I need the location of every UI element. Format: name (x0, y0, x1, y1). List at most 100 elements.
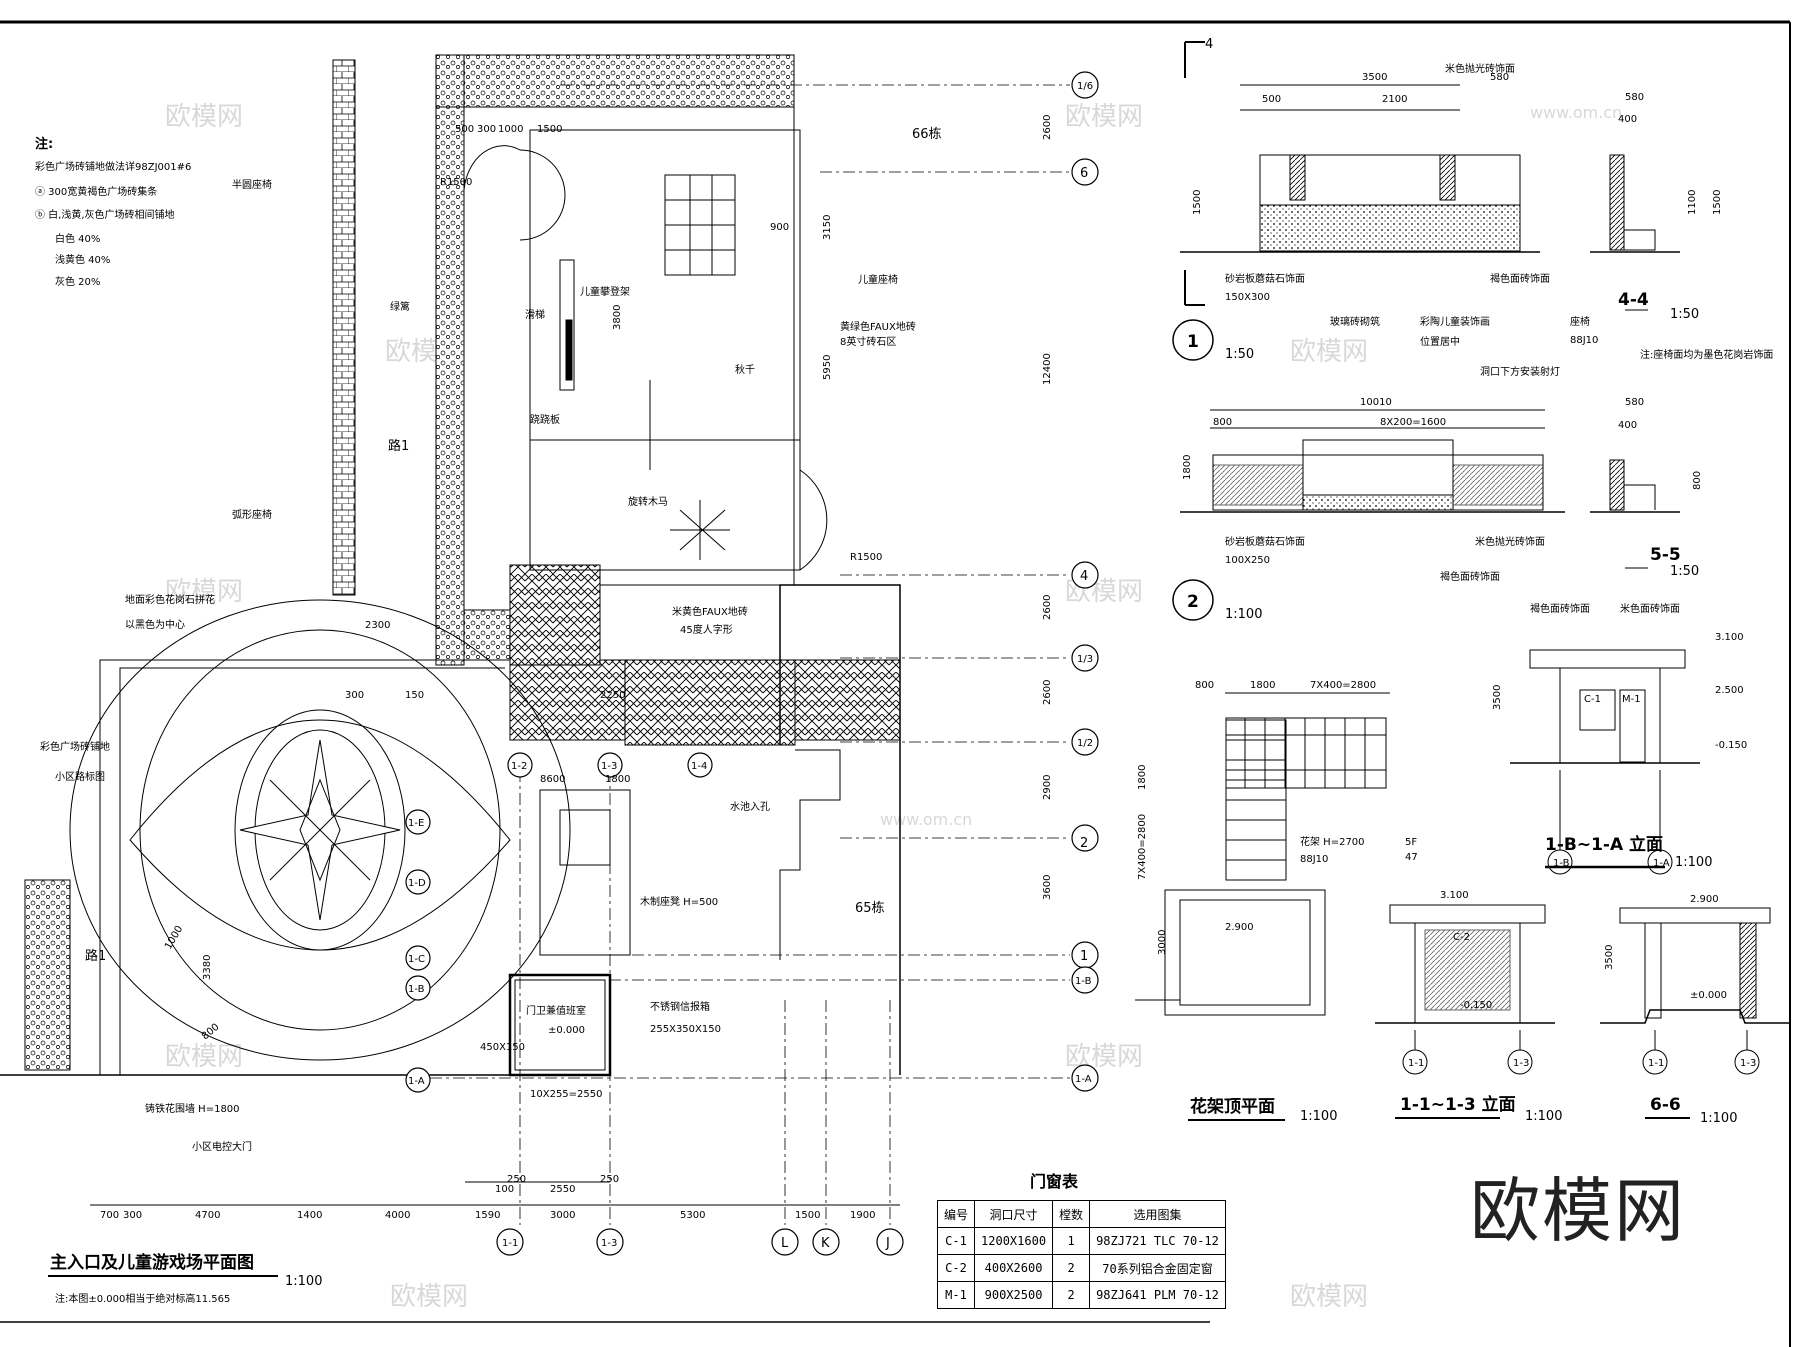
main-title: 主入口及儿童游戏场平面图 (50, 1252, 254, 1273)
dim-3800: 3800 (612, 305, 623, 330)
pg-label-ref: 88J10 (1300, 854, 1328, 865)
d2-label-c: 米色抛光砖饰面 (1475, 535, 1545, 548)
dim-5800: 2250 (600, 690, 625, 701)
d1-scale-no: 1 (1187, 332, 1199, 352)
label-bench-kids: 儿童座椅 (858, 273, 898, 286)
d1-label-e: 座椅 (1570, 315, 1590, 328)
dim-8600: 3380 (202, 955, 213, 980)
table-cell: 1200X1600 (974, 1227, 1054, 1255)
d1-label-b: 褐色面砖饰面 (1490, 272, 1550, 285)
d2-label-b: 砂岩板蘑菇石饰面 (1225, 535, 1305, 548)
table-row: C-2 400X2600 2 70系列铝合金固定窗 (936, 1254, 1226, 1282)
watermark-9: 欧模网 (390, 1282, 468, 1312)
dim-2800: 1800 (605, 774, 630, 785)
detail-44-55-labels: 580 400 1100 1500 4-4 1:50 注:座椅面均为墨色花岗岩饰… (1618, 92, 1773, 579)
table-cell: 70系列铝合金固定窗 (1089, 1254, 1226, 1282)
detail-1-labels: 米色抛光砖饰面 砂岩板蘑菇石饰面 150X300 褐色面砖饰面 玻璃砖砌筑 彩陶… (1172, 62, 1598, 362)
s6-scale: 1:100 (1700, 1111, 1737, 1126)
note-6: 灰色 20% (55, 275, 100, 288)
detail-2-labels: 10010 8X200=1600 800 洞口下方安装射灯 砂岩板蘑菇石饰面 1… (1182, 365, 1560, 622)
notes-title: 注: (35, 136, 53, 152)
section-6-6-labels: 2.900 ±0.000 3500 1-1 1-3 6-6 1:100 (1604, 894, 1756, 1126)
d1-label-d: 彩陶儿童装饰画 (1420, 315, 1490, 328)
table-cell: 98ZJ721 TLC 70-12 (1089, 1227, 1226, 1255)
table-cell: 400X2600 (974, 1254, 1054, 1282)
dim-r8400: 1000 (163, 924, 185, 952)
label-paving-2: 以黑色为中心 (125, 618, 185, 631)
axis-1-3: 1/3 (1077, 654, 1093, 665)
label-carousel: 旋转木马 (628, 495, 668, 508)
s6-axis-11: 1-1 (1648, 1058, 1664, 1069)
label-road-1b: 路1 (85, 948, 106, 964)
e1-level-3100: 3.100 (1715, 632, 1744, 643)
d1-dim-v1500: 1500 (1192, 190, 1203, 215)
table-cell: 2 (1052, 1254, 1091, 1282)
label-sign: 小区路标图 (55, 770, 105, 783)
d2-dim-10010: 10010 (1360, 397, 1392, 408)
dim-bottom-7: 3000 (550, 1210, 575, 1221)
label-mailbox: 不锈钢信报箱 (650, 1000, 710, 1013)
table-cell: 1 (1052, 1227, 1091, 1255)
pg-title: 花架顶平面 (1190, 1096, 1275, 1117)
table-header: 樘数 (1052, 1200, 1091, 1228)
d55-dim-400: 400 (1618, 420, 1637, 431)
d55-dim-580: 580 (1625, 397, 1644, 408)
dim-bottom-3: 4700 (195, 1210, 220, 1221)
plan-dimensions: 700 300 4700 1400 4000 1590 3000 5300 15… (100, 115, 1053, 1221)
d2-dim-8x200: 8X200=1600 (1380, 417, 1446, 428)
section-6-6 (1600, 907, 1790, 1075)
pergola-labels: 800 1800 7X400=2800 1800 7X400=2800 3000… (1137, 680, 1418, 1124)
e1-level-neg: -0.150 (1715, 740, 1747, 751)
dim-bottom2-4: 250 (600, 1174, 619, 1185)
d1-dim-500: 500 (1262, 94, 1281, 105)
label-r1500-a: R1500 (440, 177, 472, 188)
label-faux-2b: 45度人字形 (680, 623, 733, 636)
s6-axis-13: 1-3 (1740, 1058, 1756, 1069)
table-cell: 2 (1052, 1281, 1091, 1309)
axis-1-2: 1/2 (1077, 738, 1093, 749)
e2-axis-13: 1-3 (1513, 1058, 1529, 1069)
note-5: 浅黄色 40% (55, 253, 110, 266)
dim-bottom-4: 1400 (297, 1210, 322, 1221)
e1-window-c1: C-1 (1584, 694, 1601, 705)
table-cell: 98ZJ641 PLM 70-12 (1089, 1281, 1226, 1309)
watermark-7: 欧模网 (165, 1042, 243, 1072)
axis-1-6: 1/6 (1077, 81, 1093, 92)
e1-axis-1b: 1-B (1553, 858, 1570, 869)
s6-level-2900: 2.900 (1690, 894, 1719, 905)
dim-bottom2-1: 100 (495, 1184, 514, 1195)
label-slide: 滑梯 (525, 308, 545, 321)
s6-dim-3500: 3500 (1604, 945, 1615, 970)
dim-bottom-10: 1900 (850, 1210, 875, 1221)
d1-label-c: 玻璃砖砌筑 (1330, 315, 1380, 328)
watermark-4: 欧模网 (1290, 337, 1368, 367)
axis-labels-right: 1/6 6 4 1/3 1/2 2 1 1-B 1-A (1075, 81, 1093, 1085)
label-fence: 铸铁花围墙 H=1800 (145, 1102, 240, 1115)
label-paving: 地面彩色花岗石拼花 (125, 593, 215, 606)
label-building-66: 66栋 (912, 126, 942, 142)
label-bench-half: 半圆座椅 (232, 178, 272, 191)
d1-scale: 1:50 (1225, 347, 1254, 362)
table-cell: 900X2500 (974, 1281, 1054, 1309)
label-r1500-b: R1500 (850, 552, 882, 563)
pg-dim-v7x400: 7X400=2800 (1137, 814, 1148, 880)
d1-label-top: 米色抛光砖饰面 (1445, 62, 1515, 75)
dim-top-1: 500 (455, 124, 474, 135)
d44-title: 4-4 (1618, 290, 1649, 310)
d1-dim-3500: 3500 (1362, 72, 1387, 83)
d55-dim-800: 800 (1692, 471, 1703, 490)
watermark-5: 欧模网 (165, 577, 243, 607)
e2-window-c2: C-2 (1453, 932, 1470, 943)
d44-scale: 1:50 (1670, 307, 1699, 322)
dim-5950: 5950 (822, 355, 833, 380)
dim-top-2: 300 (477, 124, 496, 135)
e1-dim-3500: 3500 (1492, 685, 1503, 710)
dim-2250: 150 (405, 690, 424, 701)
label-road-1a: 路1 (388, 438, 409, 454)
e1-label-beige: 米色面砖饰面 (1620, 602, 1680, 615)
note-2: ⓐ 300宽黄褐色广场砖集条 (35, 185, 157, 198)
brand-logo: 欧模网 (1470, 1170, 1686, 1252)
e1-level-2500: 2.500 (1715, 685, 1744, 696)
dim-bottom-5: 4000 (385, 1210, 410, 1221)
